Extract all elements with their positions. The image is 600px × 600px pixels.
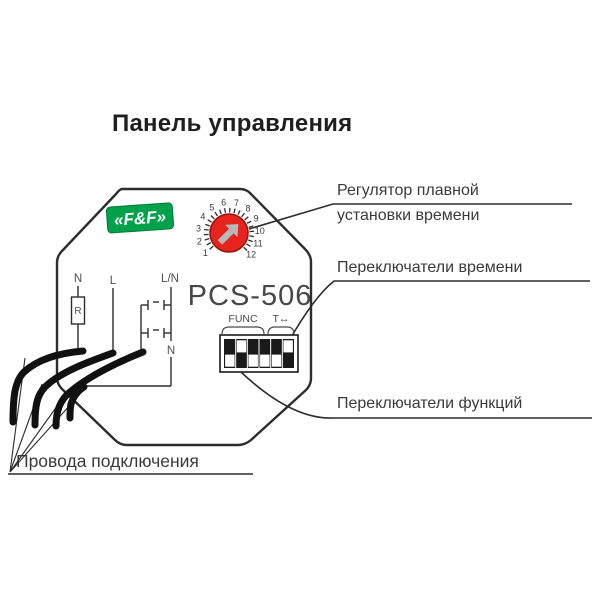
model-name: PCS-506	[188, 280, 313, 312]
dip-t-label: T↔	[273, 313, 290, 325]
wire-1	[9, 347, 87, 426]
dial-number: 12	[246, 249, 256, 259]
dial-number: 7	[234, 198, 239, 208]
dial-number: 9	[254, 214, 259, 224]
wire-4	[66, 383, 88, 422]
leader-time-switches	[288, 280, 590, 342]
dial-arrow-icon	[217, 223, 239, 245]
label-connection-wires: Провода подключения	[16, 451, 199, 471]
connection-wires	[9, 347, 147, 430]
dip-func-bracket	[221, 326, 265, 335]
dial-number: 8	[245, 204, 250, 214]
wire-2	[31, 349, 117, 429]
dial-number: 1	[203, 248, 208, 258]
dial-number: 11	[253, 239, 262, 249]
terminal-labels: N L L/N N R	[74, 273, 179, 357]
dial-number: 2	[197, 236, 202, 246]
terminal-l: L	[110, 275, 117, 287]
brand-logo: «F&F»	[105, 202, 175, 234]
dial-number: 10	[255, 226, 265, 236]
terminal-ln: L/N	[161, 273, 179, 285]
dial-number: 4	[200, 212, 205, 222]
resistor-label: R	[74, 306, 81, 317]
terminal-n2: N	[167, 345, 175, 357]
page-title: Панель управления	[112, 110, 353, 137]
label-regulator-line1: Регулятор плавной	[337, 182, 479, 199]
dial-number: 3	[196, 224, 201, 234]
leader-regulator	[248, 203, 572, 230]
terminal-n1: N	[74, 273, 82, 285]
label-time-switches: Переключатели времени	[337, 259, 523, 276]
brand-logo-text: «F&F»	[113, 207, 166, 230]
label-func-switches: Переключатели функций	[337, 395, 523, 412]
dip-switch-2	[236, 340, 247, 353]
dip-switch-6	[283, 340, 293, 353]
dip-t-bracket	[267, 326, 295, 335]
dip-switch-5	[271, 354, 282, 367]
wire-3	[52, 348, 147, 430]
wiring-schematic	[70, 286, 172, 387]
leader-func-switches	[240, 371, 592, 419]
dial-number: 5	[209, 202, 214, 212]
dip-switch-3	[248, 354, 258, 367]
time-dial	[209, 213, 249, 253]
dip-switch-1	[225, 354, 235, 367]
dial-number: 6	[221, 198, 226, 208]
dip-func-label: FUNC	[228, 313, 258, 325]
dip-switch-4	[260, 354, 270, 367]
label-regulator-line2: установки времени	[337, 207, 480, 224]
device-body	[55, 187, 313, 447]
